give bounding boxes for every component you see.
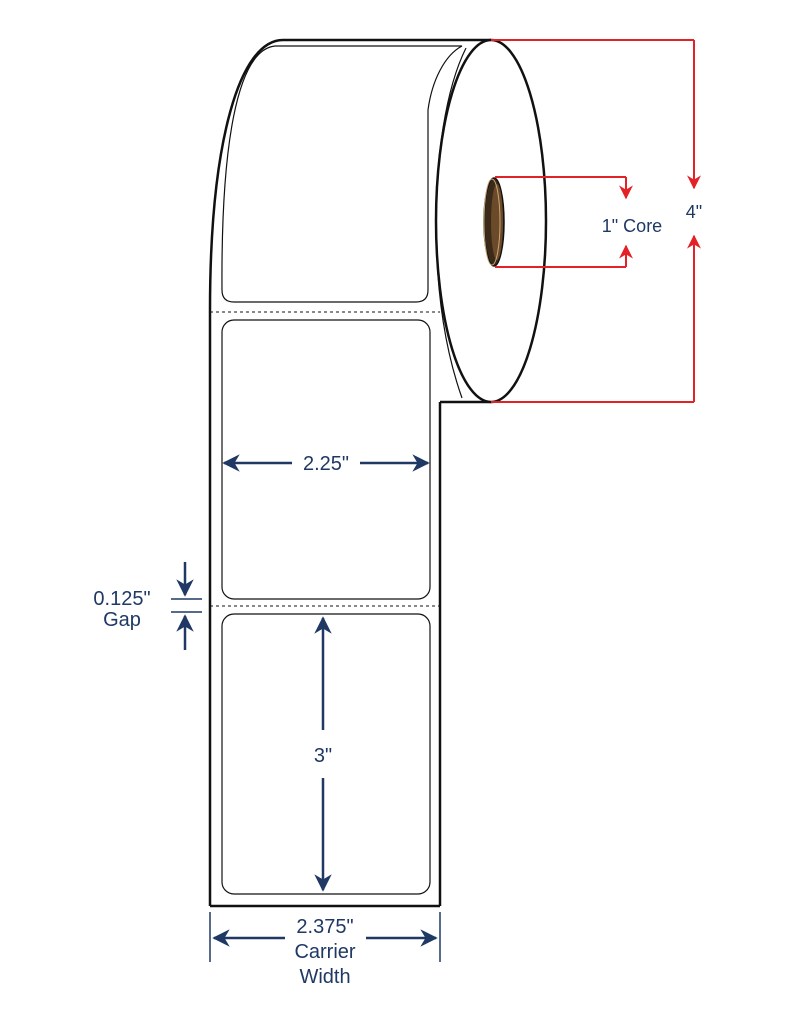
carrier-width-dimension: 2.375" Carrier Width — [209, 912, 441, 988]
label-1 — [221, 319, 431, 600]
label-width-dimension: 2.25" — [222, 453, 430, 475]
carrier-word1-text: Carrier — [294, 941, 355, 963]
gap-word-text: Gap — [103, 609, 141, 631]
gap-dimension: 0.125" Gap — [93, 562, 202, 650]
roll-diameter-dimension: 4" — [491, 39, 702, 403]
label-height-dimension: 3" — [314, 616, 332, 892]
carrier-liner — [208, 310, 442, 908]
roll-diameter-text: 4" — [686, 202, 702, 222]
label-2 — [221, 613, 431, 895]
core — [483, 177, 505, 267]
label-height-text: 3" — [314, 745, 332, 767]
core-dimension: 1" Core — [495, 176, 662, 268]
gap-value-text: 0.125" — [93, 588, 150, 610]
label-width-text: 2.25" — [303, 453, 349, 475]
carrier-value-text: 2.375" — [296, 916, 353, 938]
core-text: 1" Core — [602, 216, 662, 236]
carrier-word2-text: Width — [299, 966, 350, 988]
